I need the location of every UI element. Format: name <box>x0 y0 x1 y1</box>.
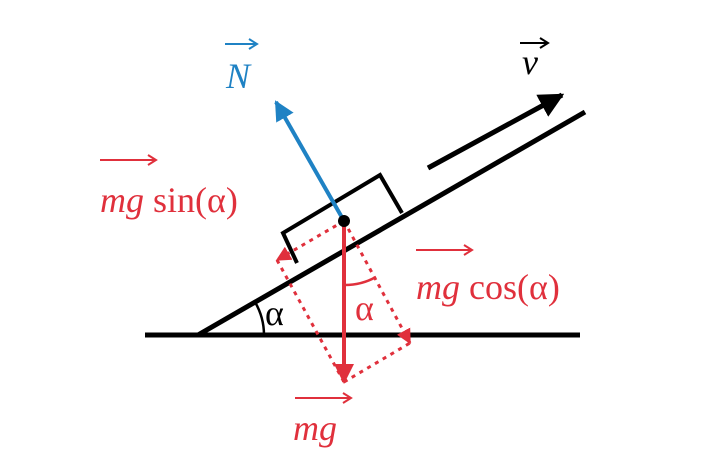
incline-angle-arc <box>253 301 266 336</box>
parallel-component-arrow <box>275 219 345 262</box>
perpendicular-vector-bar-tip <box>463 244 474 256</box>
center-of-mass-dot <box>338 215 350 227</box>
label-perpendicular-component: mg cos(α) <box>416 267 560 307</box>
incline-line <box>196 109 587 338</box>
normal-vector-bar-tip <box>248 38 259 50</box>
normal-force-arrow <box>274 100 346 222</box>
weight-vector-bar-tip <box>342 392 353 404</box>
velocity-vector-bar-tip <box>539 37 550 49</box>
component-guides <box>275 259 411 384</box>
perpendicular-component-arrow <box>342 220 412 345</box>
weight-angle-arc <box>343 275 377 287</box>
velocity-arrow <box>426 92 565 171</box>
parallel-vector-bar-tip <box>147 154 158 166</box>
label-weight-angle: α <box>355 288 374 328</box>
label-velocity: v <box>522 42 538 82</box>
label-parallel-component: mg sin(α) <box>100 180 238 220</box>
label-normal-force: N <box>225 56 252 96</box>
label-incline-angle: α <box>265 293 284 333</box>
label-weight: mg <box>293 408 337 448</box>
